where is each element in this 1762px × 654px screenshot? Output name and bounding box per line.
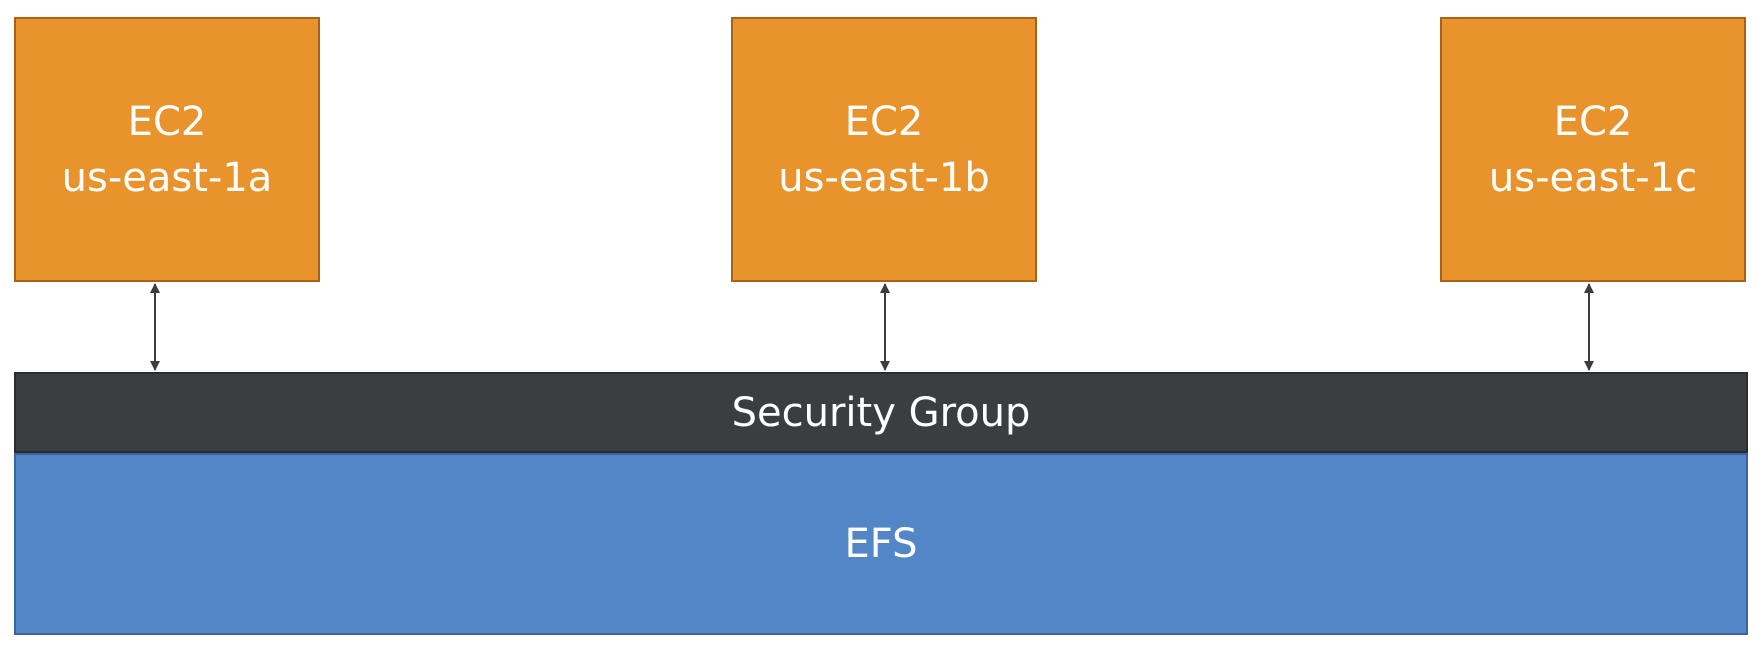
ec2-instance-box: EC2 us-east-1b bbox=[731, 17, 1037, 282]
ec2-instance-box: EC2 us-east-1a bbox=[14, 17, 320, 282]
availability-zone-label: us-east-1a bbox=[61, 154, 273, 201]
availability-zone-label: us-east-1c bbox=[1488, 154, 1698, 201]
security-group-bar: Security Group bbox=[14, 372, 1748, 453]
efs-label: EFS bbox=[844, 521, 918, 567]
ec2-type-label: EC2 bbox=[1553, 98, 1633, 145]
availability-zone-label: us-east-1b bbox=[778, 154, 990, 201]
efs-storage-bar: EFS bbox=[14, 453, 1748, 635]
security-group-label: Security Group bbox=[731, 389, 1031, 436]
ec2-type-label: EC2 bbox=[844, 98, 924, 145]
ec2-type-label: EC2 bbox=[127, 98, 207, 145]
ec2-instance-box: EC2 us-east-1c bbox=[1440, 17, 1746, 282]
